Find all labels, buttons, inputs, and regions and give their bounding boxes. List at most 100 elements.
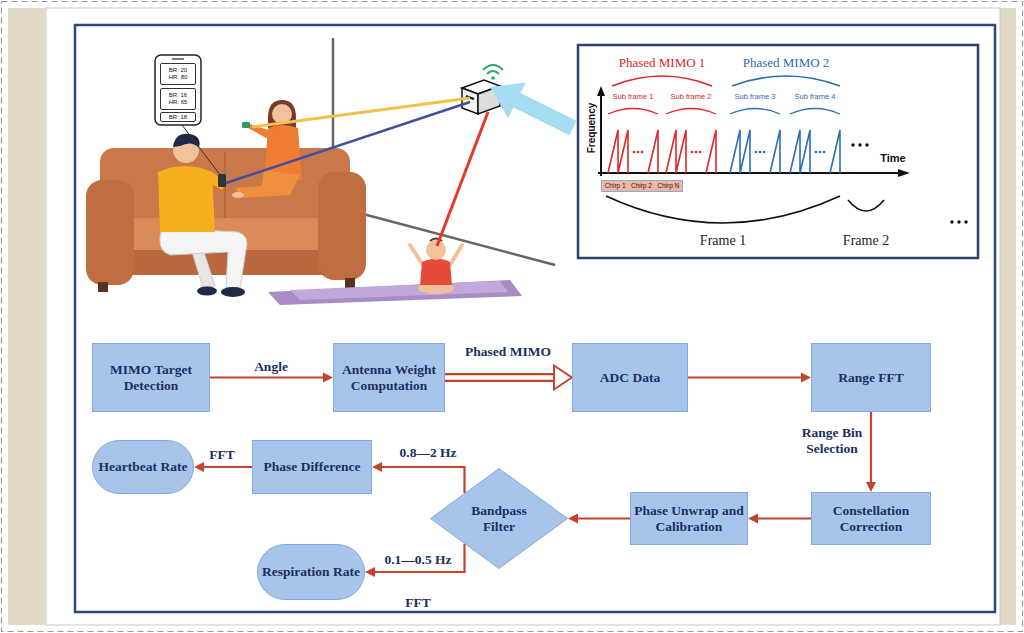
ellipsis-dots [851, 143, 967, 223]
woman-figure [232, 192, 244, 198]
process-box: MIMO Target Detection [92, 343, 210, 412]
process-box: Phase Unwrap and Calibration [630, 492, 748, 545]
man-figure [221, 287, 245, 297]
arrow-head [568, 514, 578, 524]
chirp-ramps [763, 151, 766, 154]
process-box: Phase Difference [252, 440, 372, 494]
node-text: Range FFT [838, 370, 904, 386]
node-text-group: Respiration Rate [259, 564, 363, 580]
pointer-arrow [490, 82, 577, 135]
node-text: Phase Difference [264, 459, 361, 475]
flow-arrow [866, 412, 876, 492]
process-box: Antenna Weight Computation [333, 343, 445, 412]
chirp-ramps [666, 130, 716, 173]
node-text-group: MIMO Target Detection [93, 362, 209, 393]
grouping-arcs [608, 109, 658, 115]
sofa [86, 180, 134, 285]
arrow-shaft-inner [445, 375, 554, 380]
arrow-head [323, 373, 333, 383]
grouping-arcs [666, 109, 716, 115]
sofa [318, 172, 366, 280]
reading-box: BR: 20HR: 80 [160, 63, 196, 85]
node-text: Chirp 1 [605, 182, 626, 190]
arrow-head [801, 373, 811, 383]
sofa [100, 148, 350, 228]
woman-figure [242, 122, 250, 128]
flow-arrow [748, 514, 811, 524]
process-box: Range FFT [811, 343, 931, 412]
ellipsis-dots [858, 143, 861, 146]
hollow-arrow [445, 366, 572, 390]
arrow-shaft [688, 376, 801, 378]
grouping-arcs [848, 200, 884, 211]
man-figure [197, 287, 217, 296]
subframe-label: Sub frame 4 [795, 93, 836, 101]
ellipsis-dots [950, 220, 953, 223]
node-text: BR: 18 [169, 114, 187, 121]
edge-label: Phased MIMO [465, 344, 551, 360]
radar-device [462, 88, 478, 114]
node-text-group: Antenna Weight Computation [334, 362, 444, 393]
ellipsis-dots [957, 220, 960, 223]
edge-label: Range Bin Selection [792, 425, 872, 456]
chirp-band: Chirp 1 Chirp 2 Chirp N [601, 180, 683, 192]
smartphone [172, 58, 184, 59]
chirp-ramps [699, 151, 702, 154]
chirp-ramps [608, 130, 840, 173]
node-text-group: Phase Difference [261, 459, 364, 475]
flow-arrow [194, 462, 252, 472]
operation-label: FFT [405, 596, 431, 611]
node-text: Chirp N [657, 182, 679, 190]
node-text-group: BR: 16HR: 65 [169, 92, 188, 106]
process-box: ADC Data [572, 343, 688, 412]
chirp-ramps [641, 151, 644, 154]
grouping-arcs [606, 76, 884, 223]
arrow-head [866, 482, 876, 492]
man-figure [158, 134, 247, 297]
node-text: Chirp 2 [631, 182, 652, 190]
arrow-shaft [210, 376, 323, 378]
man-figure [205, 172, 226, 190]
subframe-label: Sub frame 3 [735, 93, 776, 101]
grouping-arcs [732, 76, 840, 86]
sofa [105, 250, 345, 275]
chirp-ramps [759, 151, 762, 154]
radar-beams [226, 102, 470, 183]
node-text-group: Constellation Correction [812, 503, 930, 534]
edge-label: 0.1—0.5 Hz [384, 552, 451, 568]
node-text-group: Phase Unwrap and Calibration [631, 503, 747, 534]
axis-label: Time [880, 152, 905, 164]
flow-arrow [372, 462, 465, 493]
subframe-label: Sub frame 2 [671, 93, 712, 101]
room-walls [333, 38, 555, 265]
radar-device [491, 76, 495, 80]
flow-arrow [688, 373, 811, 383]
grouping-arcs [606, 196, 840, 223]
smartphone [182, 125, 221, 176]
node-text: BR: 16 [169, 92, 188, 99]
arrow-shaft [578, 517, 630, 519]
edge-label: 0.8—2 Hz [400, 445, 457, 461]
node-text-group: Chirp 1 Chirp 2 Chirp N [602, 182, 682, 190]
grouping-arcs [730, 109, 780, 115]
process-box: Constellation Correction [811, 492, 931, 545]
baby-figure [420, 259, 452, 286]
radar-beams [437, 112, 488, 246]
chirp-ramps [633, 151, 636, 154]
node-text: Heartbeat Rate [99, 459, 188, 475]
baby-figure [268, 239, 522, 306]
man-figure [158, 166, 215, 232]
arrow-head [372, 462, 382, 472]
node-text-group: BR: 20HR: 80 [169, 67, 188, 81]
chirp-ramps [790, 130, 840, 173]
ellipsis-dots [964, 220, 967, 223]
terminal-box: Heartbeat Rate [92, 440, 194, 494]
reading-box: BR: 16HR: 65 [160, 88, 196, 110]
node-text: BR: 20 [169, 67, 188, 74]
room-walls [333, 206, 555, 265]
group-title: Phased MIMO 1 [619, 56, 706, 70]
node-text-group: ADC Data [597, 370, 663, 386]
